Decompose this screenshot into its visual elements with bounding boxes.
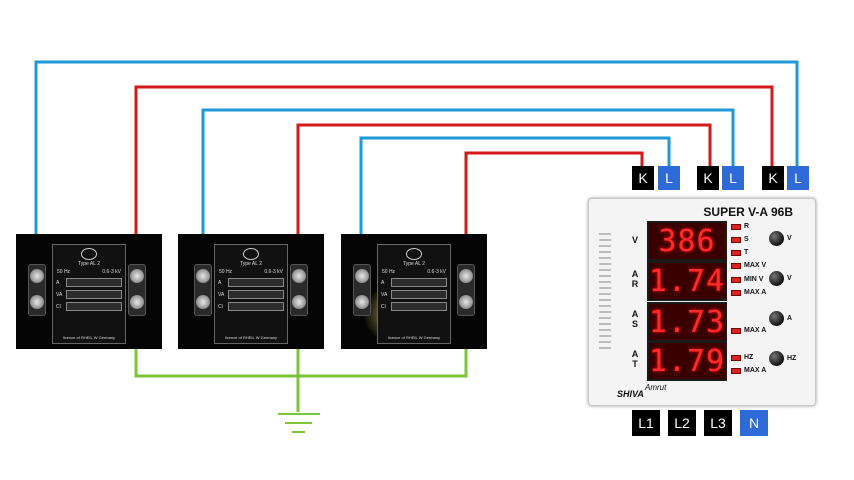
field-cl-label: Cl (218, 303, 223, 310)
nameplate: Type AL 2 50 Hz 0.6-3 kV A VA Cl licence … (377, 244, 451, 344)
freq-label: 50 Hz (57, 269, 71, 275)
manufacturer-logo-icon (406, 248, 422, 260)
nameplate: Type AL 2 50 Hz 0.6-3 kV A VA Cl licence … (52, 244, 126, 344)
display-voltage: 386 (647, 221, 727, 261)
nameplate-footer: licence of RHEIL W Germany (224, 335, 278, 340)
brand-sub-logo: Amrut (645, 383, 667, 392)
meter-title: SUPER V-A 96B (703, 205, 793, 219)
key-hz-button[interactable] (769, 351, 784, 366)
tag-l2: L2 (668, 410, 696, 436)
key-v-button[interactable] (769, 231, 784, 246)
field-cl-label: Cl (56, 303, 61, 310)
type-label: Type AL 2 (77, 261, 101, 267)
tag-l-phase3: L (658, 166, 680, 190)
rating-label: 0.6-3 kV (102, 269, 121, 275)
blue-wire-ct1 (34, 60, 799, 268)
terminal-l2[interactable] (290, 264, 308, 316)
terminal-k3[interactable] (353, 264, 371, 316)
field-a-label: A (56, 279, 60, 286)
tag-k-phase3: K (632, 166, 654, 190)
brand-logo: SHIVA (617, 389, 644, 399)
red-wire-ct3 (464, 151, 644, 268)
key-a-button[interactable] (769, 311, 784, 326)
blue-wire-ct3 (359, 136, 671, 268)
tag-l3: L3 (704, 410, 732, 436)
indicator-s: S (731, 236, 749, 243)
key-v-minmax-button[interactable] (769, 271, 784, 286)
tag-k-phase1: K (762, 166, 784, 190)
key-v-minmax-label: V (787, 275, 792, 282)
indicator-t: T (731, 249, 748, 256)
terminal-k2[interactable] (194, 264, 212, 316)
tag-l-phase2: L (722, 166, 744, 190)
indicator-r: R (731, 223, 749, 230)
vent-grille (599, 229, 611, 349)
display-label-v: V (631, 235, 638, 245)
indicator-min-v: MIN V (731, 276, 763, 283)
field-a-label: A (218, 279, 222, 286)
display-current-r: 1.74 (647, 261, 727, 301)
tag-k-phase2: K (697, 166, 719, 190)
freq-label: 50 Hz (219, 269, 233, 275)
field-va-label: VA (381, 291, 388, 298)
blue-wire-ct2 (201, 108, 735, 268)
manufacturer-logo-icon (81, 248, 97, 260)
display-label-ar: A R (631, 269, 639, 289)
nameplate: Type AL 2 50 Hz 0.6-3 kV A VA Cl licence … (214, 244, 288, 344)
red-wire-ct2 (296, 123, 712, 268)
indicator-max-v: MAX V (731, 262, 766, 269)
nameplate-footer: licence of RHEIL W Germany (387, 335, 441, 340)
key-a-label: A (787, 315, 793, 322)
indicator-max-a-3: MAX A (731, 367, 766, 374)
terminal-k1[interactable] (28, 264, 46, 316)
rating-label: 0.6-3 kV (427, 269, 446, 275)
key-v-label: V (787, 235, 792, 242)
display-current-t: 1.79 (647, 341, 727, 381)
tag-l-phase1: L (787, 166, 809, 190)
display-label-at: A T (631, 349, 639, 369)
key-hz-label: HZ (787, 355, 797, 362)
manufacturer-logo-icon (243, 248, 259, 260)
field-a-label: A (381, 279, 385, 286)
current-transformer-3: Type AL 2 50 Hz 0.6-3 kV A VA Cl licence … (341, 234, 487, 349)
display-current-s: 1.73 (647, 302, 727, 342)
indicator-max-a-2: MAX A (731, 327, 766, 334)
rating-label: 0.6-3 kV (264, 269, 283, 275)
terminal-l1[interactable] (128, 264, 146, 316)
freq-label: 50 Hz (382, 269, 396, 275)
indicator-max-a-1: MAX A (731, 289, 766, 296)
current-transformer-2: Type AL 2 50 Hz 0.6-3 kV A VA Cl licence … (178, 234, 324, 349)
terminal-l3[interactable] (457, 264, 475, 316)
current-transformer-1: Type AL 2 50 Hz 0.6-3 kV A VA Cl licence … (16, 234, 162, 349)
indicator-hz: HZ (731, 354, 753, 361)
field-va-label: VA (218, 291, 225, 298)
tag-l1: L1 (632, 410, 660, 436)
type-label: Type AL 2 (239, 261, 263, 267)
field-va-label: VA (56, 291, 63, 298)
display-label-as: A S (631, 309, 639, 329)
field-cl-label: Cl (381, 303, 386, 310)
va-meter: SUPER V-A 96B V 386 A R 1.74 A S 1.73 A … (588, 198, 816, 406)
nameplate-footer: licence of RHEIL W Germany (62, 335, 116, 340)
tag-n: N (740, 410, 768, 436)
type-label: Type AL 2 (402, 261, 426, 267)
red-wire-ct1 (134, 85, 774, 268)
